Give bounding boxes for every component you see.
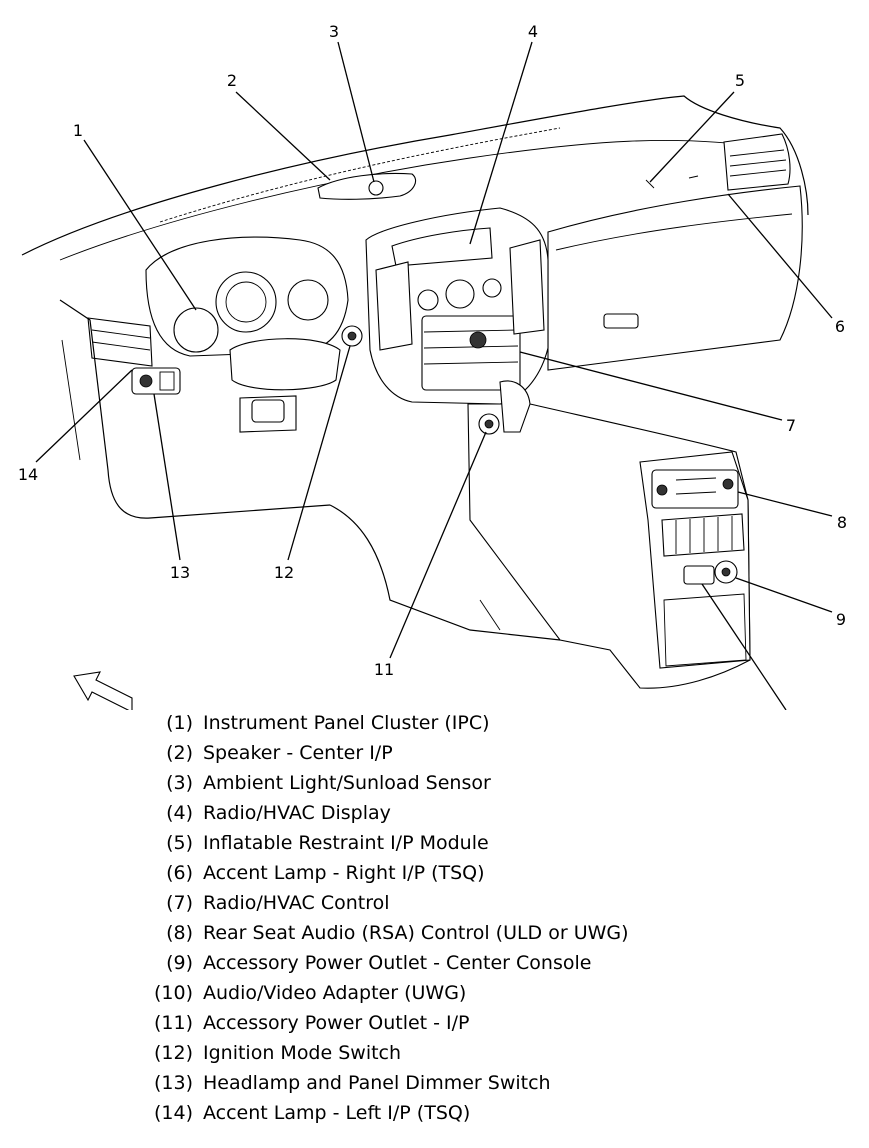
legend-item-label: Ambient Light/Sunload Sensor [203,772,491,794]
legend-item-number: (12) [153,1042,193,1064]
legend-item: (8) Rear Seat Audio (RSA) Control (ULD or… [0,918,869,948]
legend-item: (11) Accessory Power Outlet - I/P [0,1008,869,1038]
glovebox-door [555,213,793,251]
legend-item: (9) Accessory Power Outlet - Center Conso… [0,948,869,978]
callout-number-4: 4 [528,22,538,41]
radio-display [391,227,493,267]
callout-number-12: 12 [274,563,294,582]
legend-item-number: (1) [166,712,193,734]
direction-arrow [73,671,133,710]
legend-item-label: Rear Seat Audio (RSA) Control (ULD or UW… [203,922,629,944]
legend-item-number: (10) [153,982,193,1004]
legend-item-label: Accent Lamp - Right I/P (TSQ) [203,862,485,884]
callout-number-14: 14 [18,465,38,484]
callout-number-8: 8 [837,513,847,532]
legend-item-number: (11) [153,1012,193,1034]
callout-number-1: 1 [73,121,83,140]
legend-item-label: Accent Lamp - Left I/P (TSQ) [203,1102,471,1124]
legend-item: (5) Inflatable Restraint I/P Module [0,828,869,858]
legend-item: (12) Ignition Mode Switch [0,1038,869,1068]
legend-item-label: Inflatable Restraint I/P Module [203,832,489,854]
left-vent [87,317,153,367]
callout-number-7: 7 [786,416,796,435]
callout-numbers: 1234567891011121314 [18,22,847,679]
dash-top-outline [21,95,809,256]
legend-item: (6) Accent Lamp - Right I/P (TSQ) [0,858,869,888]
legend-item: (1) Instrument Panel Cluster (IPC) [0,708,869,738]
callout-number-9: 9 [836,610,846,629]
callout-number-2: 2 [227,71,237,90]
right-vent [723,133,791,191]
radio-hvac-control [421,315,521,391]
glovebox-latch [603,313,639,329]
legend-item-number: (4) [166,802,193,824]
av-adapter [683,565,715,585]
rear-vent [661,513,745,557]
defrost-grille [159,127,561,223]
legend-item: (14) Accent Lamp - Left I/P (TSQ) [0,1098,869,1128]
legend-item: (4) Radio/HVAC Display [0,798,869,828]
rsa-control [651,469,739,509]
legend-item-number: (13) [153,1072,193,1094]
legend-item: (10) Audio/Video Adapter (UWG) [0,978,869,1008]
legend-item-number: (7) [166,892,193,914]
legend-item-label: Accessory Power Outlet - Center Console [203,952,592,974]
callout-number-11: 11 [374,660,394,679]
legend-item: (2) Speaker - Center I/P [0,738,869,768]
legend-item-number: (8) [166,922,193,944]
legend-item-number: (14) [153,1102,193,1124]
legend-item-number: (5) [166,832,193,854]
legend-item-label: Instrument Panel Cluster (IPC) [203,712,490,734]
dimmer-switch [131,367,181,395]
legend-item-label: Audio/Video Adapter (UWG) [203,982,467,1004]
leader-lines [35,41,833,710]
legend-item-number: (2) [166,742,193,764]
legend-item-label: Radio/HVAC Control [203,892,390,914]
callout-number-13: 13 [170,563,190,582]
left-side-panel [59,299,331,519]
steering-column [229,338,341,391]
legend-item: (13) Headlamp and Panel Dimmer Switch [0,1068,869,1098]
sunload-sensor [368,180,384,196]
shifter [499,380,531,433]
dash-top-inner [59,139,781,261]
callout-number-3: 3 [329,22,339,41]
legend-item-label: Radio/HVAC Display [203,802,391,824]
legend-item-number: (9) [166,952,193,974]
center-speaker [317,172,417,200]
legend-item-number: (3) [166,772,193,794]
legend-item: (3) Ambient Light/Sunload Sensor [0,768,869,798]
cluster-gauge-center [215,271,277,333]
right-dash-panel [547,185,803,371]
callout-number-5: 5 [735,71,745,90]
legend-item-label: Speaker - Center I/P [203,742,393,764]
legend-item-label: Accessory Power Outlet - I/P [203,1012,470,1034]
legend-item-label: Ignition Mode Switch [203,1042,402,1064]
cluster-gauge-left [173,307,219,353]
dashboard-diagram: 1234567891011121314 [18,22,847,710]
callout-number-6: 6 [835,317,845,336]
cluster-gauge-right [287,279,329,321]
legend-item-number: (6) [166,862,193,884]
legend-item-label: Headlamp and Panel Dimmer Switch [203,1072,551,1094]
legend-item: (7) Radio/HVAC Control [0,888,869,918]
